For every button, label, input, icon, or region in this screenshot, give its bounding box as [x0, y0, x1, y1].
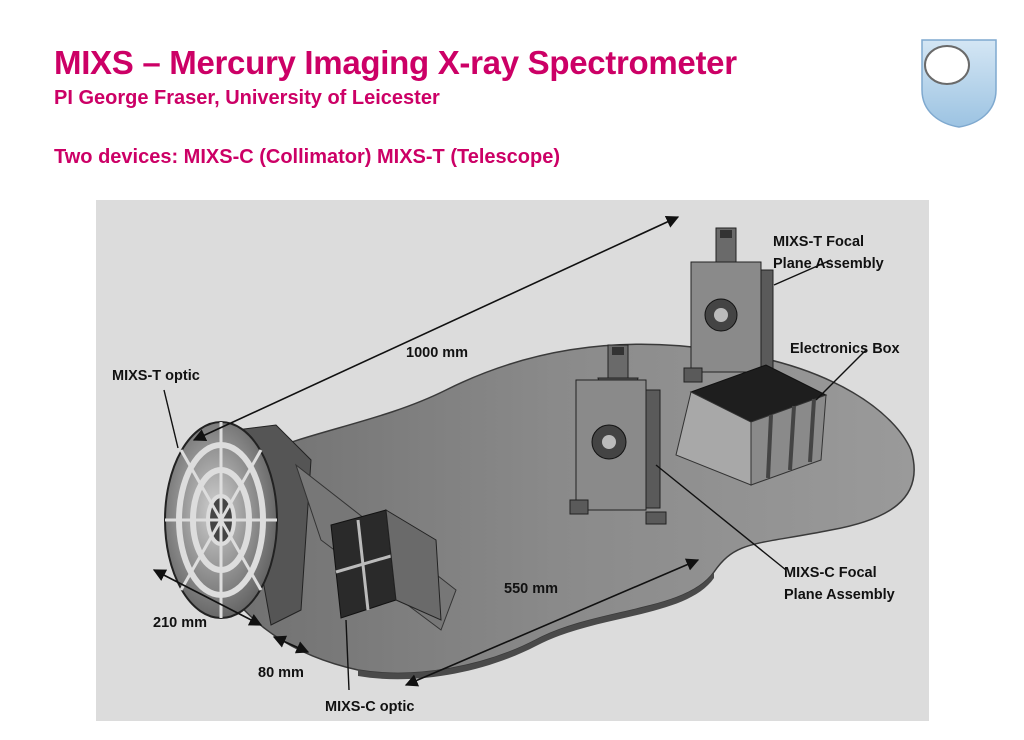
label-dim-210: 210 mm [153, 615, 208, 631]
instrument-drawing [152, 216, 915, 691]
devices-line: Two devices: MIXS-C (Collimator) MIXS-T … [54, 146, 560, 168]
open-university-shield-icon [921, 39, 997, 128]
slide-title: MIXS – Mercury Imaging X-ray Spectromete… [54, 44, 737, 81]
arrow-80mm [272, 635, 310, 654]
label-c-focal-line2: Plane Assembly [784, 587, 895, 603]
label-t-focal-line1: MIXS-T Focal [773, 234, 865, 250]
label-dim-1000: 1000 mm [406, 345, 469, 361]
label-electronics-box: Electronics Box [790, 341, 900, 357]
label-c-optic: MIXS-C optic [325, 699, 415, 715]
instrument-figure: MIXS-T Focal Plane Assembly Electronics … [96, 200, 929, 721]
arrow-550mm [404, 558, 700, 687]
slide-subtitle: PI George Fraser, University of Leiceste… [54, 87, 440, 109]
leader-lines [163, 259, 867, 691]
mixs-t-focal-plane-assembly [683, 227, 774, 383]
arrow-1000mm [192, 216, 680, 441]
electronics-box [675, 364, 828, 486]
label-c-focal-line1: MIXS-C Focal [784, 565, 877, 581]
arrow-210mm [152, 569, 263, 626]
label-t-optic: MIXS-T optic [112, 368, 200, 384]
label-dim-80: 80 mm [258, 665, 304, 681]
label-t-focal-line2: Plane Assembly [773, 256, 884, 272]
dimension-arrows [152, 216, 700, 687]
label-dim-550: 550 mm [504, 581, 559, 597]
